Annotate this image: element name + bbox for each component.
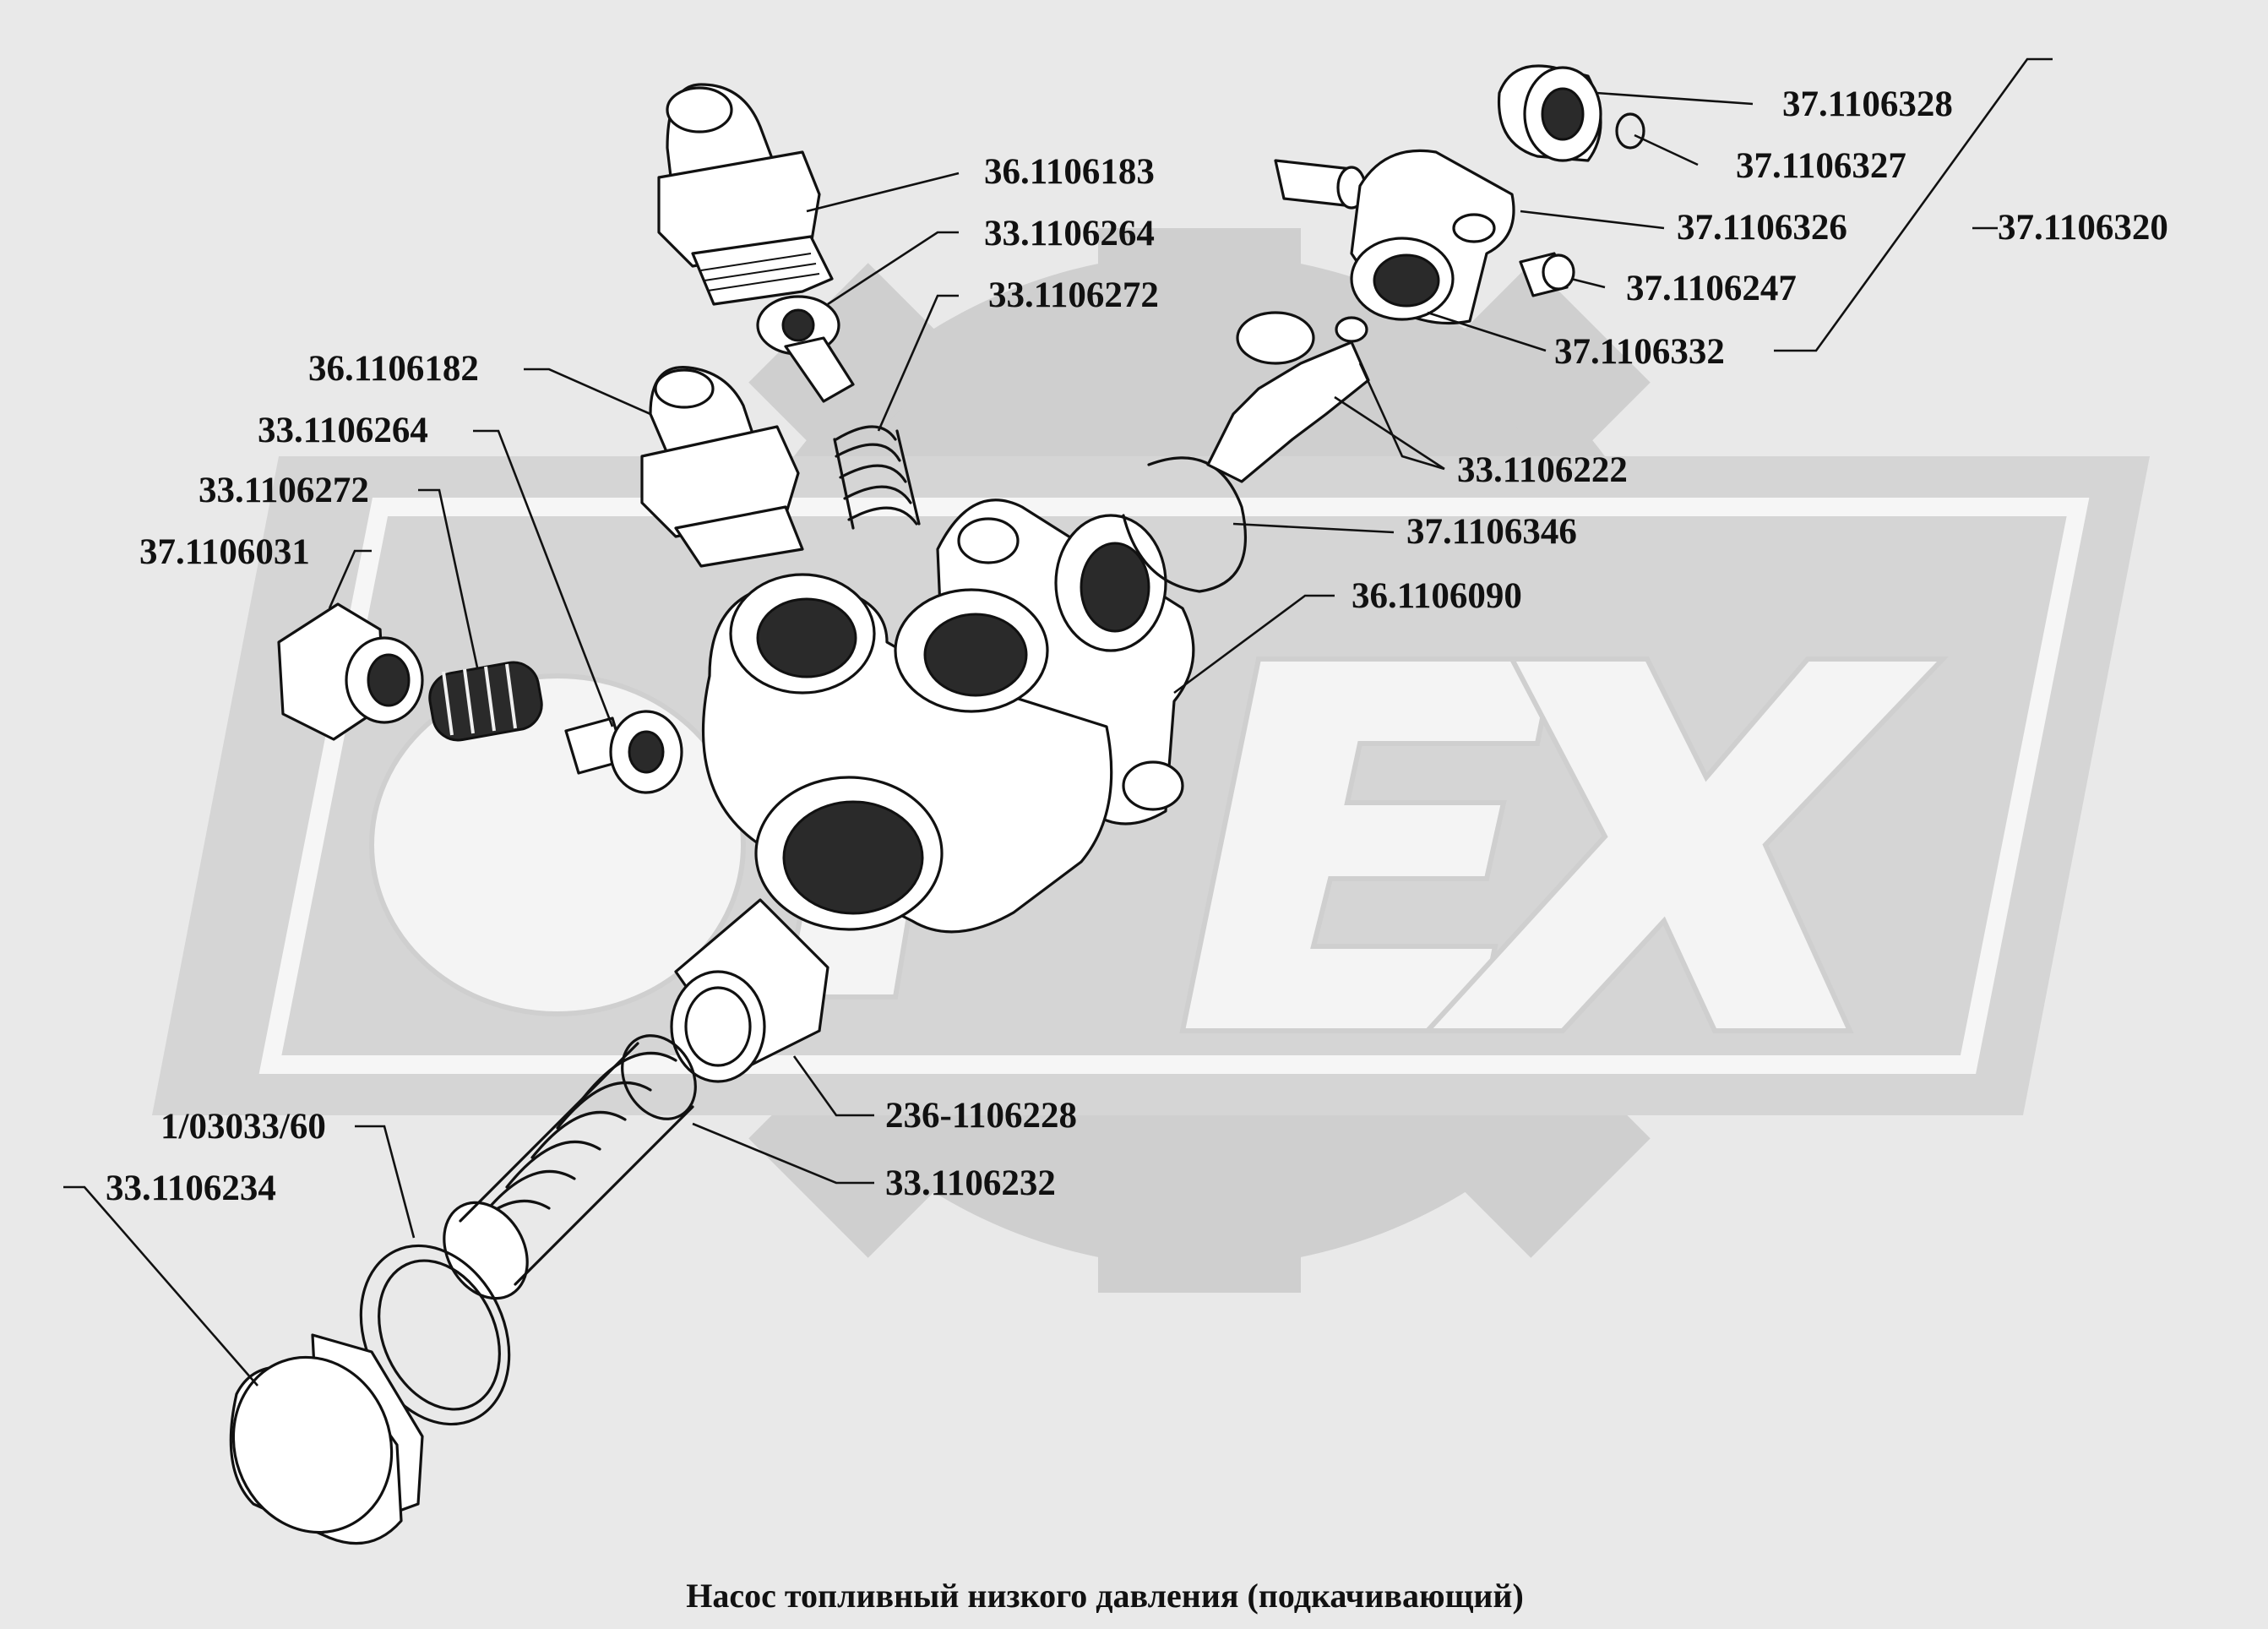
- middle-fitting: [640, 366, 804, 568]
- label-33-1106272-upper: 33.1106272: [988, 275, 1159, 315]
- axle: [1519, 252, 1575, 297]
- piston: [1206, 311, 1370, 483]
- label-33-1106234: 33.1106234: [106, 1169, 276, 1208]
- label-37-1106031: 37.1106031: [139, 532, 310, 572]
- leader-lines: [63, 57, 2053, 1387]
- side-plug: [277, 602, 424, 741]
- pump-body: [701, 499, 1195, 934]
- label-33-1106264-upper: 33.1106264: [984, 214, 1155, 253]
- label-33-1106264-side: 33.1106264: [258, 411, 428, 450]
- label-37-1106332: 37.1106332: [1554, 332, 1725, 372]
- label-37-1106328: 37.1106328: [1782, 84, 1953, 124]
- diagram-caption: Насос топливный низкого давления (подкач…: [686, 1577, 1524, 1615]
- label-37-1106326: 37.1106326: [1677, 208, 1847, 248]
- parts-drawing: [229, 64, 1645, 1545]
- label-36-1106090: 36.1106090: [1352, 576, 1522, 616]
- label-33-1106232: 33.1106232: [885, 1163, 1056, 1203]
- label-37-1106247: 37.1106247: [1626, 269, 1797, 308]
- label-37-1106327: 37.1106327: [1736, 146, 1906, 186]
- upper-valve: [756, 295, 855, 403]
- side-spring: [428, 661, 543, 742]
- side-valve: [564, 710, 683, 794]
- label-33-1106272-side: 33.1106272: [199, 471, 369, 510]
- label-36-1106183: 36.1106183: [984, 152, 1155, 192]
- label-33-1106222: 33.1106222: [1457, 450, 1628, 490]
- label-36-1106182: 36.1106182: [308, 349, 479, 389]
- upper-spring: [833, 425, 921, 530]
- roller: [1497, 64, 1645, 162]
- end-cap: [229, 1333, 424, 1545]
- upper-fitting: [657, 83, 834, 306]
- pusher-assembly: [1274, 149, 1515, 325]
- bush: [670, 898, 829, 1083]
- label-236-1106228: 236-1106228: [885, 1096, 1077, 1136]
- part-labels: 36.1106183 33.1106264 33.1106272 36.1106…: [106, 84, 2168, 1208]
- retaining-ring: [1122, 456, 1248, 593]
- label-37-1106320: 37.1106320: [1998, 208, 2168, 248]
- label-1-03033-60: 1/03033/60: [160, 1107, 326, 1147]
- label-37-1106346: 37.1106346: [1406, 512, 1577, 552]
